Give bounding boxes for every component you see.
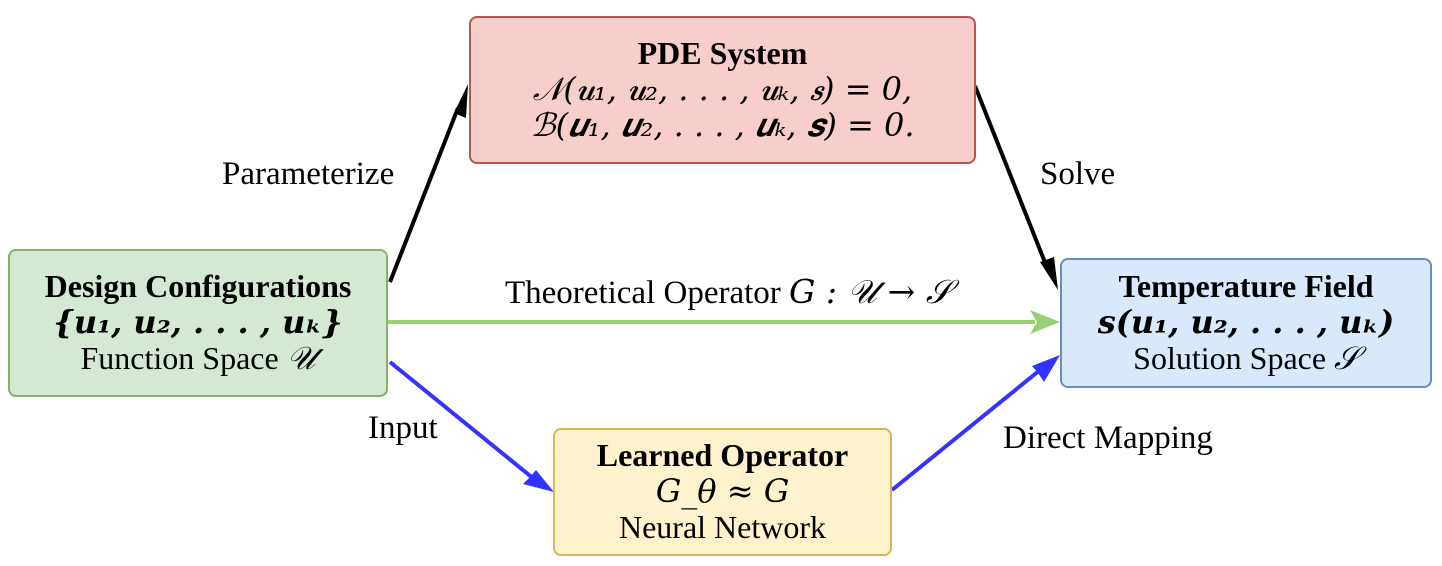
temperature-solution: 𝒔(𝒖₁, 𝒖₂, . . . , 𝒖ₖ) [1097, 303, 1395, 342]
design-configurations-node: Design Configurations {𝒖₁, 𝒖₂, . . . , 𝒖… [8, 249, 388, 397]
input-arrow [388, 360, 554, 492]
direct-mapping-arrow [890, 355, 1060, 492]
theoretical-operator-math: G : 𝒰 → 𝒮 [789, 272, 952, 311]
learned-operator-approx: G_θ ≈ G [655, 472, 790, 511]
function-space-text: Function Space [80, 339, 287, 376]
parameterize-arrow [388, 84, 468, 283]
pde-system-title: PDE System [637, 35, 808, 72]
solve-arrow [973, 85, 1058, 290]
theoretical-operator-label: Theoretical Operator G : 𝒰 → 𝒮 [505, 272, 951, 312]
function-space-label: Function Space 𝒰 [80, 338, 316, 377]
function-space-symbol: 𝒰 [286, 338, 316, 377]
theoretical-operator-arrow [388, 310, 1060, 334]
neural-network-label: Neural Network [618, 508, 827, 545]
learned-operator-title: Learned Operator [596, 437, 849, 474]
solution-space-label: Solution Space 𝒮 [1133, 338, 1359, 377]
solve-label: Solve [1040, 156, 1116, 192]
direct-mapping-label: Direct Mapping [1003, 420, 1213, 456]
solution-space-symbol: 𝒮 [1334, 338, 1359, 377]
solution-space-text: Solution Space [1133, 339, 1335, 376]
pde-equation-b: ℬ(𝒖₁, 𝒖₂, . . . , 𝒖ₖ, 𝒔) = 0. [530, 105, 915, 144]
temperature-field-title: Temperature Field [1118, 268, 1374, 305]
temperature-field-node: Temperature Field 𝒔(𝒖₁, 𝒖₂, . . . , 𝒖ₖ) … [1060, 258, 1432, 388]
learned-operator-node: Learned Operator G_θ ≈ G Neural Network [553, 428, 892, 556]
design-set: {𝒖₁, 𝒖₂, . . . , 𝒖ₖ} [53, 303, 343, 342]
theoretical-operator-text: Theoretical Operator [505, 275, 790, 311]
pde-equation-n: 𝒩(𝒖₁, 𝒖₂, . . . , 𝒖ₖ, 𝒔) = 0, [532, 70, 913, 109]
input-label: Input [368, 410, 438, 446]
pde-system-node: PDE System 𝒩(𝒖₁, 𝒖₂, . . . , 𝒖ₖ, 𝒔) = 0,… [469, 16, 976, 164]
design-configurations-title: Design Configurations [44, 268, 352, 305]
parameterize-label: Parameterize [222, 156, 395, 192]
